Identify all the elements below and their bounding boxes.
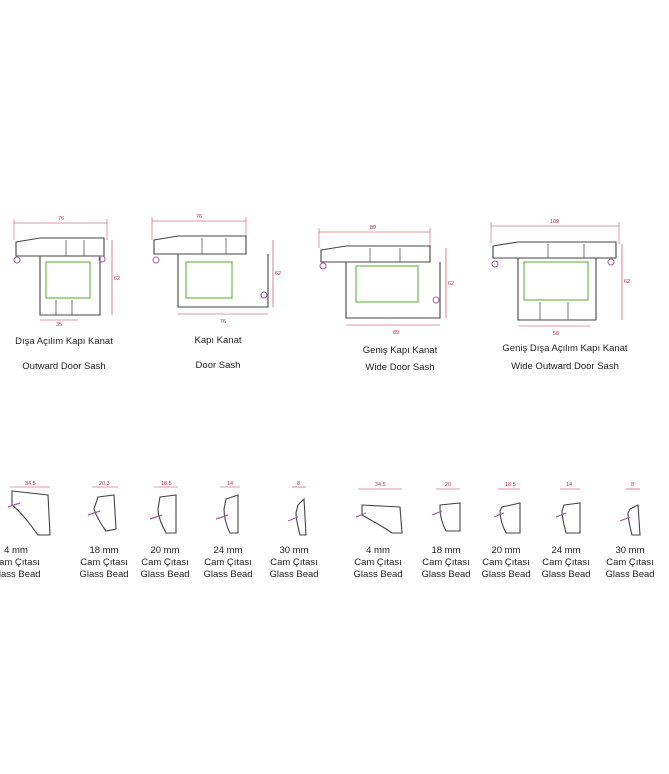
bead2-dim: 20.3 [99, 481, 110, 487]
bead2-size: 18 mm [89, 545, 119, 556]
bead3-tr: Cam Çıtası [141, 557, 189, 568]
glass-bead-9: 14 [555, 482, 581, 534]
bead2-tr: Cam Çıtası [80, 557, 128, 568]
glass-bead-6: 34.5 [355, 482, 403, 534]
bead1-label: 4 mm Cam Çıtası Glass Bead [0, 545, 41, 581]
bead7-label: 18 mm Cam Çıtası Glass Bead [421, 545, 470, 581]
bead5-size: 30 mm [279, 545, 309, 556]
sash1-label-en: Outward Door Sash [22, 361, 106, 372]
sash-profile-outward: 76 62 35 [13, 216, 120, 328]
sash2-bottom-dim: 76 [220, 319, 226, 325]
bead1-size: 4 mm [4, 545, 28, 556]
sash3-top-dim: 89 [370, 225, 376, 231]
bead3-dim: 18.5 [161, 481, 172, 487]
bead6-size: 4 mm [366, 545, 390, 556]
bead4-tr: Cam Çıtası [204, 557, 252, 568]
sash1-bottom-dim: 35 [56, 322, 62, 328]
bead9-size: 24 mm [551, 545, 581, 556]
bead9-tr: Cam Çıtası [542, 557, 590, 568]
glass-bead-7: 20 [431, 482, 461, 532]
bead1-tr: Cam Çıtası [0, 557, 40, 568]
bead4-label: 24 mm Cam Çıtası Glass Bead [203, 545, 252, 581]
bead7-tr: Cam Çıtası [422, 557, 470, 568]
bead8-en: Glass Bead [481, 569, 531, 580]
bead2-en: Glass Bead [79, 569, 129, 580]
bead3-label: 20 mm Cam Çıtası Glass Bead [140, 545, 189, 581]
sash2-label-en: Door Sash [195, 360, 241, 371]
bead3-en: Glass Bead [140, 569, 190, 580]
sash4-top-dim: 109 [550, 219, 559, 225]
bead10-size: 30 mm [615, 545, 645, 556]
sash4-label-en: Wide Outward Door Sash [511, 361, 619, 372]
bead10-en: Glass Bead [605, 569, 655, 580]
sash2-top-dim: 76 [196, 214, 202, 220]
bead4-en: Glass Bead [203, 569, 253, 580]
bead9-label: 24 mm Cam Çıtası Glass Bead [541, 545, 590, 581]
sash4-height-dim: 62 [624, 279, 630, 285]
bead9-en: Glass Bead [541, 569, 591, 580]
sash2-label-tr: Kapı Kanat [194, 335, 242, 346]
sash-profile-wide-outward: 109 62 58 [490, 219, 630, 337]
bead3-size: 20 mm [150, 545, 180, 556]
glass-bead-5: 8 [287, 481, 307, 536]
sash1-top-dim: 76 [58, 216, 64, 222]
glass-bead-2: 20.3 [87, 481, 118, 532]
bead2-label: 18 mm Cam Çıtası Glass Bead [79, 545, 128, 581]
sash3-label-tr: Geniş Kapı Kanat [362, 345, 438, 356]
glass-beads-drawing: 34.5 20.3 18.5 14 8 [7, 481, 641, 536]
sash4-label-tr: Geniş Dışa Açılım Kapı Kanat [502, 343, 628, 354]
bead4-size: 24 mm [213, 545, 243, 556]
bead7-size: 18 mm [431, 545, 461, 556]
bead8-label: 20 mm Cam Çıtası Glass Bead [481, 545, 530, 581]
bead6-en: Glass Bead [353, 569, 403, 580]
bead7-dim: 20 [445, 482, 451, 488]
bead8-tr: Cam Çıtası [482, 557, 530, 568]
sash3-label-en: Wide Door Sash [365, 362, 435, 373]
bead1-en: Glass Bead [0, 569, 41, 580]
sash3-bottom-dim: 89 [393, 330, 399, 336]
glass-bead-8: 18.5 [493, 482, 521, 534]
bead8-dim: 18.5 [505, 482, 516, 488]
sash4-bottom-dim: 58 [553, 331, 559, 337]
bead10-dim: 8 [631, 482, 634, 488]
sash3-height-dim: 62 [448, 281, 454, 287]
sash-profile-door: 76 62 76 [151, 214, 281, 325]
sash1-label-tr: Dışa Açılım Kapı Kanat [15, 336, 113, 347]
bead5-tr: Cam Çıtası [270, 557, 318, 568]
bead1-dim: 34.5 [25, 481, 36, 487]
bead6-tr: Cam Çıtası [354, 557, 402, 568]
bead7-en: Glass Bead [421, 569, 471, 580]
bead5-label: 30 mm Cam Çıtası Glass Bead [269, 545, 318, 581]
bead9-dim: 14 [566, 482, 572, 488]
bead10-tr: Cam Çıtası [606, 557, 654, 568]
glass-bead-1: 34.5 [7, 481, 51, 536]
bead6-dim: 34.5 [375, 482, 386, 488]
bead10-label: 30 mm Cam Çıtası Glass Bead [605, 545, 654, 581]
bead5-en: Glass Bead [269, 569, 319, 580]
sash1-height-dim: 62 [114, 276, 120, 282]
glass-bead-3: 18.5 [149, 481, 178, 534]
bead8-size: 20 mm [491, 545, 521, 556]
sash-profiles-drawing: 76 62 35 76 [13, 214, 630, 337]
bead6-label: 4 mm Cam Çıtası Glass Bead [353, 545, 402, 581]
sash-profile-wide: 89 62 89 [318, 225, 454, 336]
glass-bead-4: 14 [215, 481, 240, 534]
glass-bead-10: 8 [619, 482, 641, 536]
bead4-dim: 14 [227, 481, 233, 487]
sash2-height-dim: 62 [275, 271, 281, 277]
bead5-dim: 8 [297, 481, 300, 487]
